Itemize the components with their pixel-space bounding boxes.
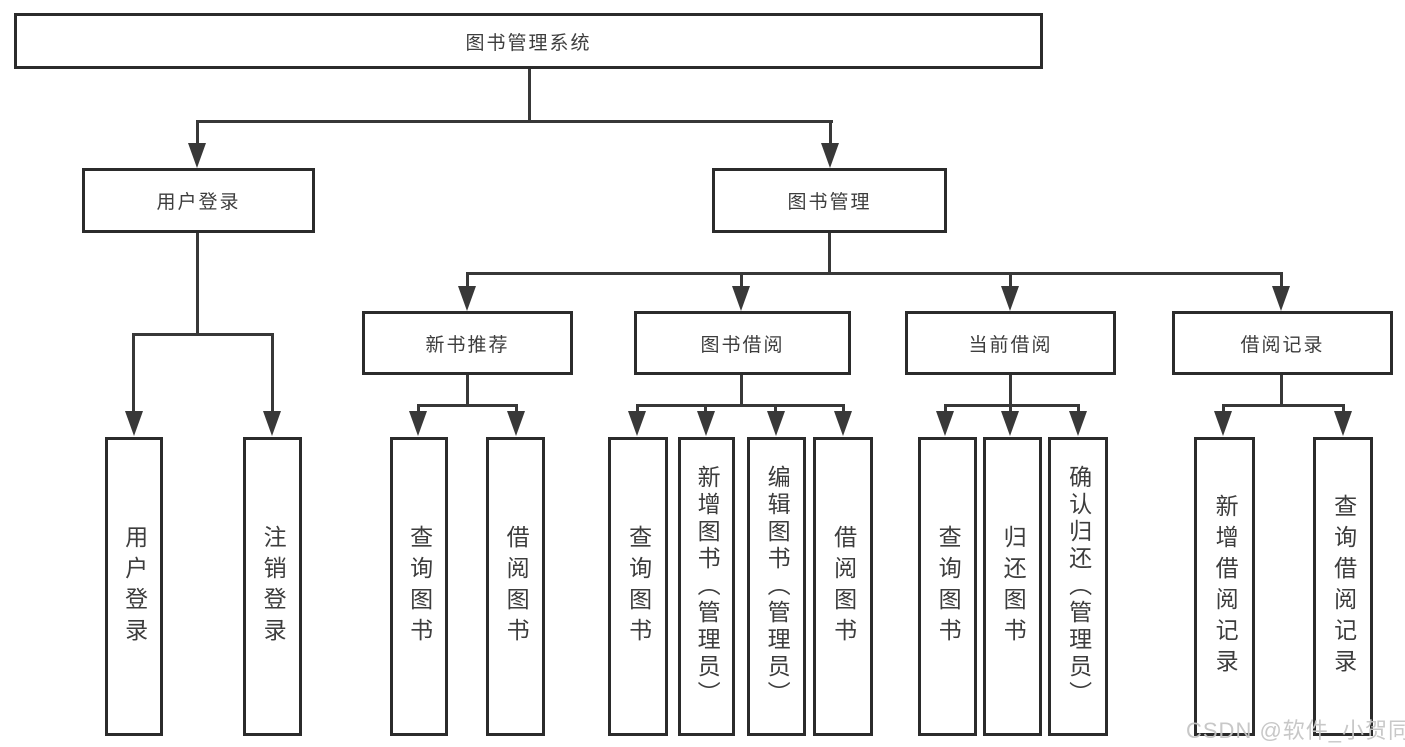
node-label: 图书借阅 bbox=[700, 334, 785, 356]
connector-line bbox=[842, 404, 845, 416]
leaf-label: 新增借阅记录 bbox=[1212, 493, 1239, 680]
node-label: 用户登录 bbox=[156, 192, 241, 213]
leaf-label: 新增图书（管理员） bbox=[694, 465, 721, 708]
arrow-down-icon bbox=[1001, 286, 1019, 311]
node-label: 当前借阅 bbox=[968, 334, 1053, 356]
connector-line bbox=[1280, 272, 1283, 290]
connector-line bbox=[466, 272, 469, 290]
watermark: CSDN @软件_小贺同学 bbox=[1186, 718, 1405, 743]
node-book-management: 图书管理 bbox=[712, 168, 947, 233]
arrow-down-icon bbox=[767, 411, 785, 436]
leaf-label: 归还图书 bbox=[1000, 524, 1027, 649]
node-current-borrowing: 当前借阅 bbox=[905, 311, 1116, 375]
connector-line bbox=[1342, 404, 1345, 416]
connector-line bbox=[1009, 272, 1012, 290]
arrow-down-icon bbox=[1334, 411, 1352, 436]
leaf-label: 查询图书 bbox=[406, 524, 433, 649]
arrow-down-icon bbox=[628, 411, 646, 436]
leaf-label: 借阅图书 bbox=[503, 524, 530, 649]
arrow-down-icon bbox=[263, 411, 281, 436]
arrow-down-icon bbox=[409, 411, 427, 436]
leaf-query-books-recommend: 查询图书 bbox=[390, 437, 448, 736]
connector-line bbox=[1222, 404, 1345, 407]
connector-line bbox=[740, 375, 743, 407]
leaf-user-login: 用户登录 bbox=[105, 437, 163, 736]
leaf-query-books-current: 查询图书 bbox=[918, 437, 977, 736]
connector-line bbox=[828, 232, 831, 275]
connector-line bbox=[466, 375, 469, 407]
connector-line bbox=[196, 120, 833, 123]
leaf-label: 查询图书 bbox=[935, 524, 962, 649]
connector-line bbox=[271, 333, 274, 415]
arrow-down-icon bbox=[697, 411, 715, 436]
connector-line bbox=[1222, 404, 1225, 416]
leaf-borrow-books-borrowing: 借阅图书 bbox=[813, 437, 873, 736]
leaf-label: 注销登录 bbox=[260, 524, 287, 649]
arrow-down-icon bbox=[1001, 411, 1019, 436]
arrow-down-icon bbox=[1069, 411, 1087, 436]
connector-line bbox=[132, 333, 274, 336]
node-label: 借阅记录 bbox=[1240, 334, 1325, 356]
connector-line bbox=[1009, 404, 1012, 416]
node-label: 新书推荐 bbox=[425, 334, 510, 356]
connector-line bbox=[132, 333, 135, 415]
connector-line bbox=[1280, 374, 1283, 407]
connector-line bbox=[417, 404, 518, 407]
leaf-logout: 注销登录 bbox=[243, 437, 302, 736]
leaf-label: 借阅图书 bbox=[830, 524, 857, 649]
node-label: 图书管理系统 bbox=[465, 32, 592, 54]
arrow-down-icon bbox=[834, 411, 852, 436]
leaf-label: 确认归还（管理员） bbox=[1065, 465, 1092, 708]
leaf-query-borrow-record: 查询借阅记录 bbox=[1313, 437, 1373, 736]
leaf-borrow-books-recommend: 借阅图书 bbox=[486, 437, 545, 736]
connector-line bbox=[417, 404, 420, 416]
connector-line bbox=[1077, 404, 1080, 416]
arrow-down-icon bbox=[125, 411, 143, 436]
connector-line bbox=[944, 404, 1080, 407]
leaf-query-books-borrowing: 查询图书 bbox=[608, 437, 668, 736]
connector-line bbox=[829, 120, 832, 150]
leaf-label: 查询借阅记录 bbox=[1330, 493, 1357, 680]
connector-line bbox=[740, 272, 743, 290]
node-book-borrowing: 图书借阅 bbox=[634, 311, 851, 375]
leaf-edit-book-admin: 编辑图书（管理员） bbox=[747, 437, 806, 736]
arrow-down-icon bbox=[1272, 286, 1290, 311]
connector-line bbox=[704, 404, 707, 416]
node-new-book-recommend: 新书推荐 bbox=[362, 311, 573, 375]
leaf-label: 用户登录 bbox=[121, 524, 148, 649]
connector-line bbox=[196, 233, 199, 335]
connector-line bbox=[944, 404, 947, 416]
connector-line bbox=[636, 404, 845, 407]
arrow-down-icon bbox=[507, 411, 525, 436]
connector-line bbox=[1009, 375, 1012, 407]
leaf-label: 编辑图书（管理员） bbox=[764, 465, 791, 708]
node-library-management-system: 图书管理系统 bbox=[14, 13, 1043, 69]
arrow-down-icon bbox=[936, 411, 954, 436]
connector-line bbox=[528, 69, 531, 121]
leaf-label: 查询图书 bbox=[625, 524, 652, 649]
leaf-confirm-return-admin: 确认归还（管理员） bbox=[1048, 437, 1108, 736]
arrow-down-icon bbox=[821, 143, 839, 168]
arrow-down-icon bbox=[458, 286, 476, 311]
arrow-down-icon bbox=[1214, 411, 1232, 436]
connector-line bbox=[515, 404, 518, 416]
leaf-add-borrow-record: 新增借阅记录 bbox=[1194, 437, 1255, 736]
leaf-return-book: 归还图书 bbox=[983, 437, 1042, 736]
connector-line bbox=[466, 272, 1283, 275]
node-label: 图书管理 bbox=[787, 192, 872, 213]
node-borrowing-records: 借阅记录 bbox=[1172, 311, 1393, 375]
connector-line bbox=[636, 404, 639, 416]
connector-line bbox=[774, 404, 777, 416]
arrow-down-icon bbox=[188, 143, 206, 168]
arrow-down-icon bbox=[732, 286, 750, 311]
connector-line bbox=[196, 120, 199, 150]
leaf-add-book-admin: 新增图书（管理员） bbox=[678, 437, 735, 736]
node-user-login: 用户登录 bbox=[82, 168, 315, 233]
